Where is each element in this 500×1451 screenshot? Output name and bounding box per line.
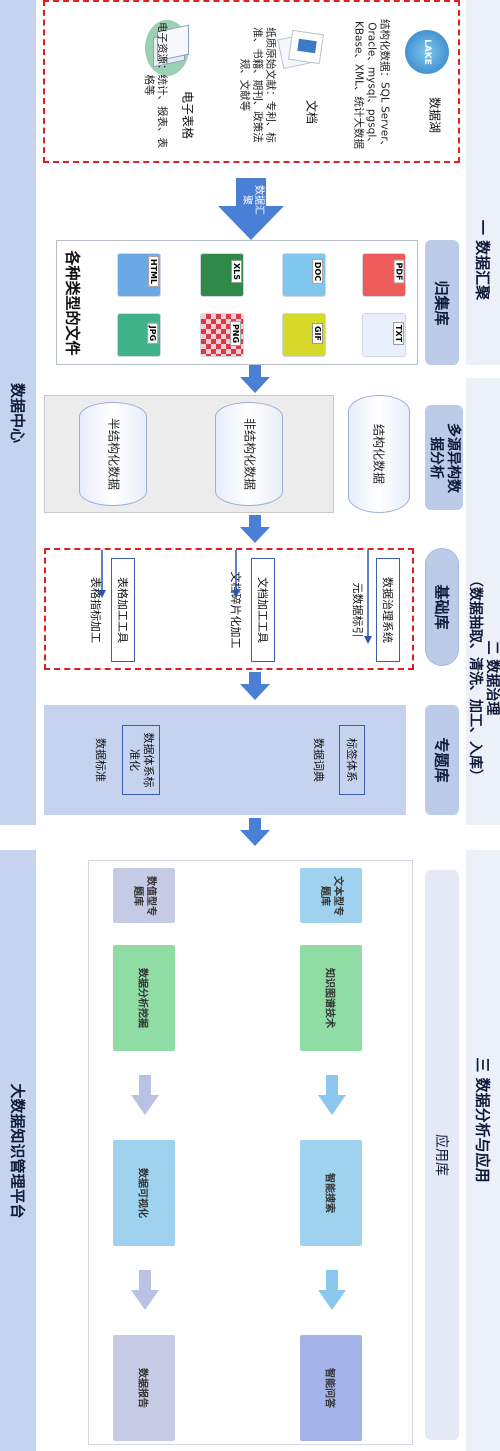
structured-data-cylinder: 结构化数据 [348,395,410,513]
standardize-label: 数据体系标准化 [128,732,155,788]
collect-library-tag: 归集库 [425,240,459,365]
unstructured-group-box: 非结构化数据 半结构化数据 [44,395,334,513]
multi-source-tag: 多源异构数据分析 [425,405,463,510]
doc-tool-box: 文档加工工具 [251,558,275,662]
app-text-topic-lib: 文本型专题库 [300,868,362,923]
sheet-title-wrap: 电子表格 [173,80,203,150]
file-caption-wrap: 各种类型的文件 [59,243,87,363]
section-1-title: 一 数据汇聚 [473,219,492,301]
unstructured-data-cylinder: 非结构化数据 [215,402,283,506]
standard-label: 数据标准 [94,738,107,782]
arrow-down-icon-2 [240,515,270,543]
multi-source-label: 多源异构数据分析 [428,422,461,493]
png-icon: PNG [200,313,244,357]
app-data-report: 数据报告 [113,1335,175,1441]
section-2-band: 二 数据治理 （数据抽取、清洗、加工、入库） [466,378,500,825]
lake-desc-wrap: 结构化数据：SQL Server、Oracle、mysql、pgsql、KBas… [341,12,401,157]
tag-system-box: 标签体系 [339,725,365,795]
sheet-desc: 电子资源：统计、报表、表格等 [143,21,168,148]
lake-title-wrap: 数据湖 [420,90,450,140]
semi-structured-data-label: 半结构化数据 [106,417,121,490]
html-icon: HTML [117,253,161,297]
lake-logo-icon: LAKE [405,30,449,74]
app-library-label: 应用库 [433,1134,449,1176]
base-library-label: 基础库 [432,584,451,630]
collect-library-label: 归集库 [432,279,451,326]
doc-desc-wrap: 纸质原始文献：专利、标准、书籍、期刊、政策法规、文献等 [233,12,281,157]
app-library-tag: 应用库 [425,870,459,1440]
platform-label: 大数据知识管理平台 [8,1082,27,1219]
txt-icon: TXT [362,313,406,357]
arrow-down-icon-4 [240,818,270,846]
arrow-down-icon-app-2a [131,1075,159,1115]
app-knowledge-graph: 知识图谱技术 [300,945,362,1051]
section-3-title: 三 数据分析与应用 [473,1057,492,1183]
structured-data-label: 结构化数据 [371,423,386,485]
arrow-down-icon-1 [240,365,270,393]
section-1-band: 一 数据汇聚 [466,0,500,365]
data-lake-box: LAKE 数据湖 结构化数据：SQL Server、Oracle、mysql、p… [43,0,460,163]
pdf-icon: PDF [362,253,406,297]
standardize-box: 数据体系标准化 [122,725,160,795]
doc-desc: 纸质原始文献：专利、标准、书籍、期刊、政策法规、文献等 [238,26,277,143]
app-data-mining: 数据分析挖掘 [113,945,175,1051]
collect-arrow-label-wrap: 数据汇聚 [232,180,272,220]
topic-library-label: 专题库 [432,737,451,783]
gov-flow-arrows [98,550,372,644]
table-tool-box: 表格加工工具 [111,558,135,662]
file-caption: 各种类型的文件 [63,250,82,356]
topic-library-box: 标签体系 数据词典 数据体系标准化 数据标准 [44,705,406,815]
app-smart-search: 智能搜索 [300,1140,362,1246]
section-2-title: 二 数据治理 （数据抽取、清洗、加工、入库） [466,573,500,783]
sheet-desc-wrap: 电子资源：统计、报表、表格等 [138,12,172,157]
gif-icon: GIF [282,313,326,357]
base-library-tag: 基础库 [425,548,459,666]
sheet-title: 电子表格 [180,90,195,140]
dictionary-wrap: 数据词典 [306,715,332,805]
app-numeric-topic-lib: 数值型专题库 [113,868,175,923]
app-data-visualization: 数据可视化 [113,1140,175,1246]
xls-icon: XLS [200,253,244,297]
data-center-label: 数据中心 [8,382,27,443]
section-2-main: 二 数据治理 [484,640,500,716]
arrow-down-icon-3 [240,672,270,700]
section-2-sub: （数据抽取、清洗、加工、入库） [467,573,483,783]
lake-desc: 结构化数据：SQL Server、Oracle、mysql、pgsql、KBas… [352,18,391,151]
tag-system-label: 标签体系 [345,738,358,782]
left-banner-data-center: 数据中心 [0,0,36,825]
lake-logo-text: LAKE [422,39,432,65]
document-icon [277,29,326,69]
arrow-down-icon-app-1b [318,1270,346,1310]
file-types-box: 各种类型的文件 PDF TXT DOC GIF XLS PNG HTML JPG [56,240,418,365]
gov-system-box: 数据治理系统 [376,558,400,662]
doc-title: 文档 [304,99,319,125]
app-smart-qa: 智能问答 [300,1335,362,1441]
unstructured-data-label: 非结构化数据 [242,417,257,490]
spreadsheet-icon [145,20,193,80]
governance-box: 数据治理系统 元数据标引 文档加工工具 文档碎片化加工 表格加工工具 表格指标加… [44,548,414,670]
lake-title: 数据湖 [427,96,442,134]
dictionary-label: 数据词典 [312,738,325,782]
doc-icon: DOC [282,253,326,297]
semi-structured-data-cylinder: 半结构化数据 [79,402,147,506]
arrow-down-icon-app-2b [131,1270,159,1310]
jpg-icon: JPG [117,313,161,357]
section-3-band: 三 数据分析与应用 [466,850,500,1451]
collect-arrow-label: 数据汇聚 [241,185,264,215]
arrow-down-icon-app-1a [318,1075,346,1115]
collect-arrow-icon [218,178,284,240]
doc-title-wrap: 文档 [297,82,327,142]
topic-library-tag: 专题库 [425,705,459,815]
left-banner-platform: 大数据知识管理平台 [0,850,36,1451]
standard-wrap: 数据标准 [88,715,114,805]
